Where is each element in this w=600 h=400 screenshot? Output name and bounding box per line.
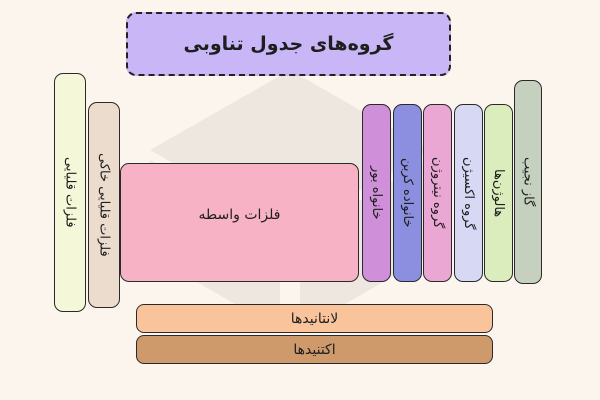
nitrogen-group-column: گروه نیتروژن: [423, 104, 452, 282]
noble-gases-column: گاز نجیب: [514, 80, 542, 284]
alkaline-earth-metals-column: فلزات قلیایی خاکی: [88, 102, 120, 308]
transition-metals-label: فلزات واسطه: [198, 206, 281, 223]
oxygen-group-label: گروه اکسیژن: [461, 156, 476, 230]
boron-family-column: خانواه بور: [362, 104, 391, 282]
noble-gases-label: گاز نجیب: [520, 157, 536, 207]
alkali-metals-label: فلزات قلیایی: [62, 157, 78, 228]
boron-family-label: خانواه بور: [369, 166, 384, 220]
actinides-label: اکتنیدها: [293, 341, 336, 358]
nitrogen-group-label: گروه نیتروژن: [430, 157, 445, 229]
transition-metals-block: فلزات واسطه: [120, 163, 359, 282]
oxygen-group-column: گروه اکسیژن: [454, 104, 483, 282]
diagram-title-text: گروه‌های جدول تناوبی: [183, 33, 394, 55]
lanthanides-bar: لانتانیدها: [136, 304, 493, 333]
diagram-title: گروه‌های جدول تناوبی: [126, 12, 451, 76]
alkali-metals-column: فلزات قلیایی: [54, 73, 86, 312]
halogens-column: هالوژن‌ها: [484, 104, 513, 282]
carbon-family-column: خانواده کربن: [393, 104, 422, 282]
lanthanides-label: لانتانیدها: [290, 310, 339, 327]
actinides-bar: اکتنیدها: [136, 335, 493, 364]
alkaline-earth-metals-label: فلزات قلیایی خاکی: [96, 153, 112, 257]
halogens-label: هالوژن‌ها: [491, 168, 506, 218]
carbon-family-label: خانواده کربن: [400, 158, 415, 228]
